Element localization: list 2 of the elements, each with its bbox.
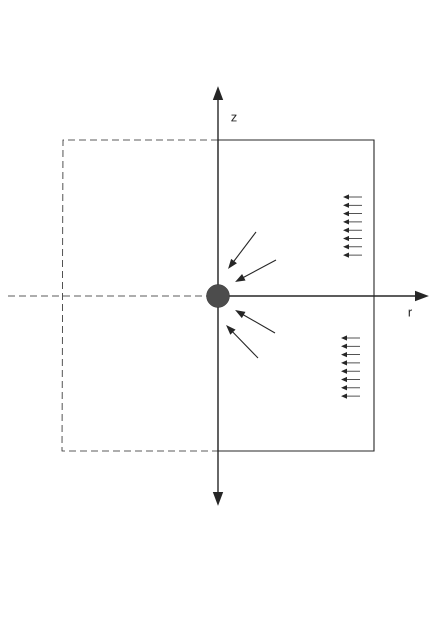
axis-label: r [408,310,412,316]
axis-label: z [231,114,237,122]
